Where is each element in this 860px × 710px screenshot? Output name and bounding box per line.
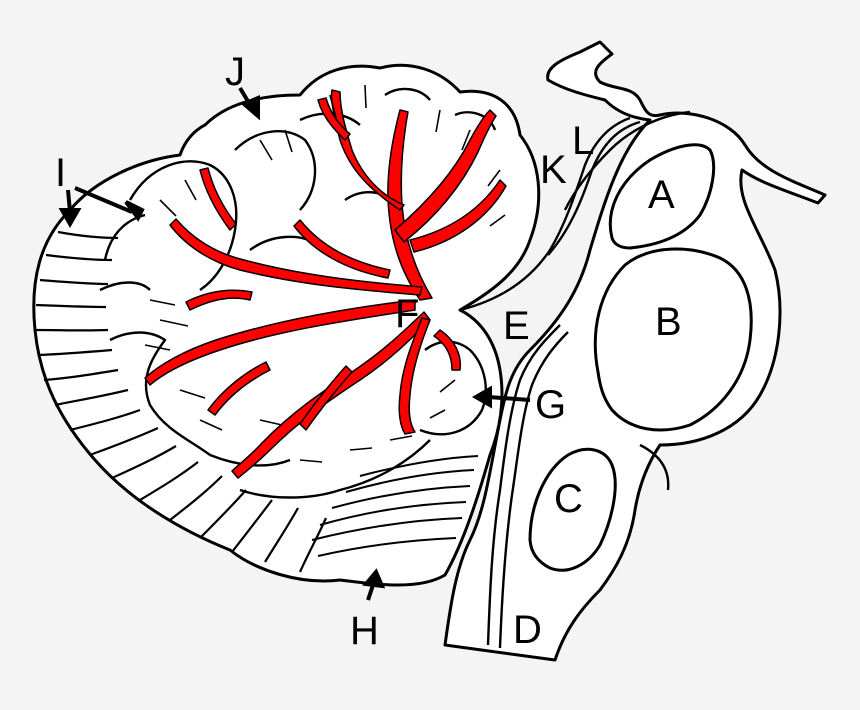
label-f: F [395, 292, 419, 336]
label-i: I [55, 151, 66, 195]
label-h: H [350, 609, 379, 653]
structure-b [593, 247, 753, 432]
structure-c [528, 447, 617, 572]
label-d: D [513, 608, 542, 652]
label-a: A [648, 173, 675, 217]
arbor-vitae [144, 89, 507, 479]
structure-a [608, 143, 716, 250]
pointer-arrows [58, 86, 531, 601]
cerebral-aqueduct [563, 110, 691, 211]
lower-folia-stripes [311, 455, 479, 557]
folia-detail-lines [144, 84, 506, 463]
label-k: K [540, 148, 567, 192]
label-e: E [503, 304, 530, 348]
label-b: B [655, 300, 682, 344]
label-j: J [225, 50, 245, 94]
label-l: L [572, 119, 594, 163]
label-c: C [554, 477, 583, 521]
label-g: G [535, 383, 566, 427]
folia-stripes [35, 230, 328, 573]
